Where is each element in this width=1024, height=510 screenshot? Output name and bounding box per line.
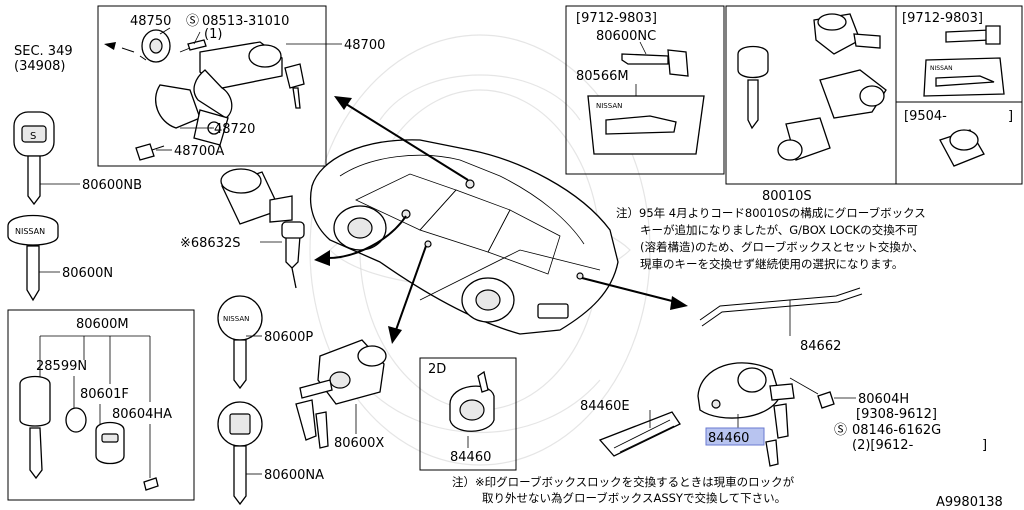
label-48700: 48700 xyxy=(344,38,385,53)
car-body xyxy=(309,139,619,335)
label-28599N: 28599N xyxy=(36,359,87,374)
highlight-84460 xyxy=(705,427,765,446)
door-lock-80600X xyxy=(295,339,387,449)
label-80600M: 80600M xyxy=(76,317,129,332)
note-1: 注）95年 4月よりコード80010Sの構成にグローブボックス キーが追加になり… xyxy=(616,206,926,271)
trunk-lock-84460 xyxy=(697,362,856,467)
label-48720: 48720 xyxy=(214,122,255,137)
label-68632S: ※68632S xyxy=(180,236,241,251)
glovebox-lock-68632S xyxy=(220,168,305,289)
trunk-lock-2D-group: 2D 84460 xyxy=(419,357,517,471)
key-80600N: NISSAN xyxy=(7,214,60,302)
label-80566M: 80566M xyxy=(576,69,629,84)
note1-line2: キーが追加になりましたが、G/BOX LOCKの交換不可 xyxy=(640,223,918,237)
label-80600N: 80600N xyxy=(62,266,113,281)
label-08513-qty: (1) xyxy=(204,27,222,42)
note1-line1: 注）95年 4月よりコード80010Sの構成にグローブボックス xyxy=(616,206,926,220)
note2-line2: 取り外せない為グローブボックスASSYで交換して下さい。 xyxy=(482,491,786,505)
label-08146-qty: (2)[9612- xyxy=(852,438,914,453)
label-08146-6162G: 08146-6162G xyxy=(852,423,941,438)
label-date-9504: [9504- xyxy=(904,109,947,124)
lock-set-80010S-group: [9712-9803] [9504- ] NISSAN xyxy=(725,5,1023,185)
card-brand-nissan-right: NISSAN xyxy=(930,65,953,72)
note-2: 注）※印グローブボックスロックを交換するときは現車のロックが 取り外せない為グロ… xyxy=(452,475,795,505)
diagram-id: A9980138 xyxy=(936,495,1003,510)
label-80010S: 80010S xyxy=(762,189,812,204)
label-screw-circle-s: Ⓢ xyxy=(186,14,199,29)
label-84460-2D: 84460 xyxy=(450,450,491,465)
bracket-84460E xyxy=(598,410,681,457)
key-brand-nissan: NISSAN xyxy=(15,227,45,236)
note2-line1: 注）※印グローブボックスロックを交換するときは現車のロックが xyxy=(452,475,795,489)
label-80604H-date: [9308-9612] xyxy=(856,407,937,422)
key-brand-nissan-p: NISSAN xyxy=(223,315,249,323)
label-84662: 84662 xyxy=(800,339,841,354)
label-84460[interactable]: 84460 xyxy=(708,431,749,446)
rod-84662 xyxy=(699,287,863,336)
label-80600NA: 80600NA xyxy=(264,468,324,483)
label-80600X: 80600X xyxy=(334,436,384,451)
label-80601F: 80601F xyxy=(80,387,129,402)
keyless-remote-group: 80600M 28599N 80601F 80604HA xyxy=(7,309,195,501)
label-48700A: 48700A xyxy=(174,144,224,159)
label-80604H: 80604H xyxy=(858,392,909,407)
box-9712-9803-left: [9712-9803] 80600NC 80566M NISSAN xyxy=(565,5,725,175)
label-48750: 48750 xyxy=(130,14,171,29)
label-84460E: 84460E xyxy=(580,399,630,414)
part-48750 xyxy=(139,29,171,63)
label-80604HA: 80604HA xyxy=(112,407,172,422)
label-08146-circle-s: Ⓢ xyxy=(834,423,847,438)
card-brand-nissan-left: NISSAN xyxy=(596,102,622,110)
key-80600P: NISSAN xyxy=(217,295,263,390)
label-80600NC: 80600NC xyxy=(596,29,656,44)
label-08146-end: ] xyxy=(982,438,987,453)
screw-08513 xyxy=(179,39,207,53)
key-80600NB: S xyxy=(13,111,80,206)
label-2D: 2D xyxy=(428,362,446,377)
note1-line4: 現車のキーを交換せず継続使用の選択になります。 xyxy=(640,257,903,271)
label-sec-349: SEC. 349 xyxy=(14,44,73,59)
label-date-9712-left: [9712-9803] xyxy=(576,11,657,26)
label-date-9712-right: [9712-9803] xyxy=(902,11,983,26)
bolt-48700A xyxy=(135,143,165,161)
note1-line3: (溶着構造)のため、グローブボックスとセット交換か、 xyxy=(640,240,924,254)
label-80600NB: 80600NB xyxy=(82,178,142,193)
ignition-lock-group: 48750 Ⓢ 08513-31010 (1) 48700 48720 4870… xyxy=(97,5,385,167)
label-sec-349-sub: (34908) xyxy=(14,59,66,74)
key-80600NA xyxy=(217,401,263,506)
sec-349-arrow xyxy=(104,42,135,53)
ignition-lock-assembly xyxy=(155,41,305,146)
key-s-mark: S xyxy=(30,131,36,142)
label-08513-31010: 08513-31010 xyxy=(202,14,289,29)
label-date-9504-end: ] xyxy=(1008,109,1013,124)
label-80600P: 80600P xyxy=(264,330,313,345)
callout-arrows xyxy=(314,96,688,344)
